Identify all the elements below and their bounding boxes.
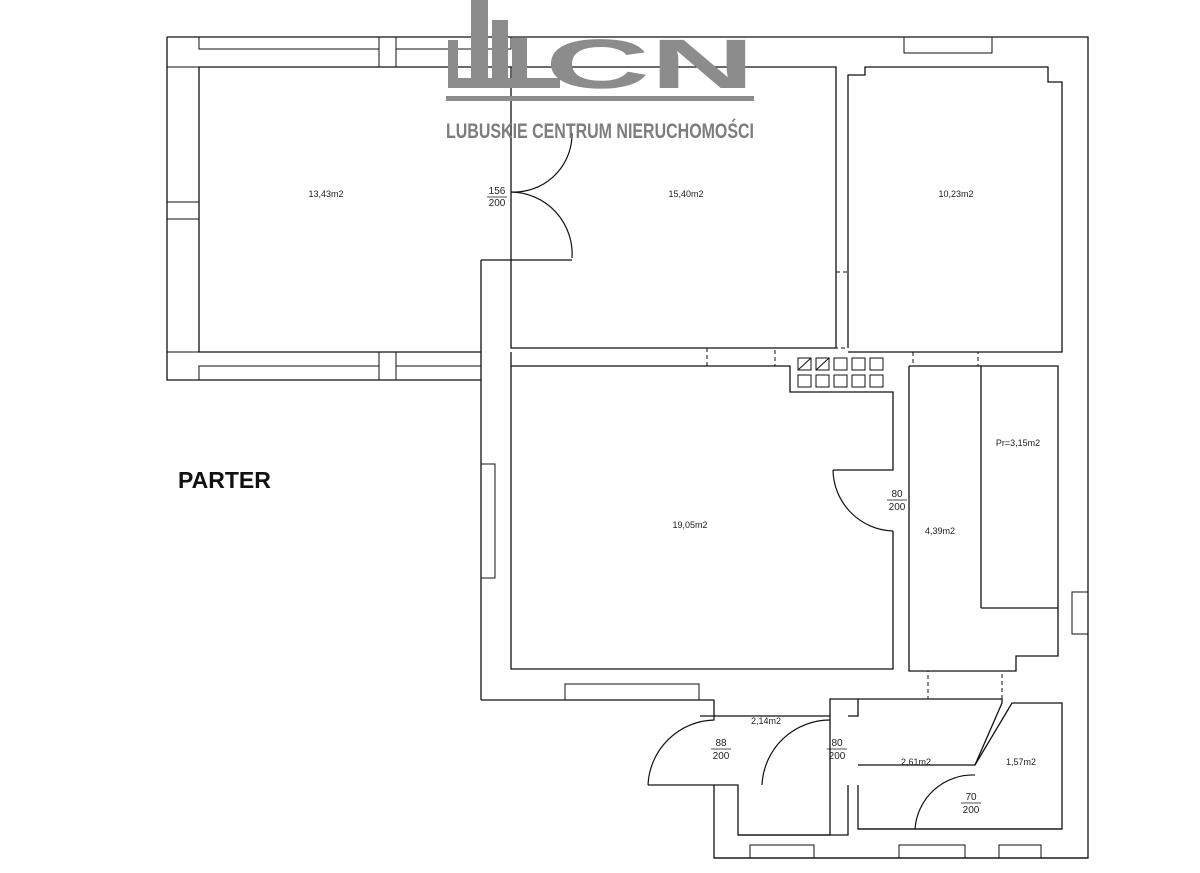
door-height: 200 xyxy=(829,751,846,762)
room4-wall-lower xyxy=(510,366,894,670)
room1-wall xyxy=(198,66,511,353)
room-area-label: 2,14m2 xyxy=(751,716,781,726)
door-width: 88 xyxy=(715,738,727,749)
logo-brand-text: LUBUSKIE CENTRUM NIERUCHOMOŚCI xyxy=(446,119,754,143)
door-height: 200 xyxy=(889,502,906,513)
logo-bar-1 xyxy=(471,0,488,86)
outer-wall-top xyxy=(167,36,1089,859)
door-dimension: 70 200 xyxy=(961,792,981,816)
door-width: 156 xyxy=(489,186,506,197)
door-width: 70 xyxy=(965,792,977,803)
door-width: 80 xyxy=(891,489,903,500)
room4-wall xyxy=(511,365,894,471)
room-area-label: 13,43m2 xyxy=(308,189,343,199)
room-area-label: 4,39m2 xyxy=(925,526,955,536)
door-width: 80 xyxy=(831,738,843,749)
room-area-label: Pr=3,15m2 xyxy=(996,438,1040,448)
room3-wall xyxy=(847,66,1063,353)
room8-wall-b xyxy=(848,699,859,717)
room-area-label: 15,40m2 xyxy=(668,189,703,199)
door-dimension: 156 200 xyxy=(487,186,507,209)
door-height: 200 xyxy=(713,751,730,762)
door-labels: 156 200 80 200 88 200 80 200 70 200 xyxy=(487,186,981,816)
logo-bar-3 xyxy=(512,38,527,86)
logo-letters: CN xyxy=(545,25,755,103)
room-area-label: 19,05m2 xyxy=(672,520,707,530)
room5-wall xyxy=(908,365,1059,672)
room-area-label: 10,23m2 xyxy=(938,189,973,199)
company-logo: CN LUBUSKIE CENTRUM NIERUCHOMOŚCI xyxy=(446,0,755,143)
room8-wall xyxy=(829,698,1003,766)
door-height: 200 xyxy=(963,805,980,816)
door-dimension: 80 200 xyxy=(827,738,847,762)
door-height: 200 xyxy=(489,198,506,209)
logo-bar-2 xyxy=(492,20,508,86)
room7-wall xyxy=(648,700,831,836)
room-labels: 13,43m2 15,40m2 10,23m2 19,05m2 4,39m2 P… xyxy=(308,189,1040,767)
door-dimension: 80 200 xyxy=(887,489,907,513)
logo-l-shape xyxy=(448,40,560,88)
room-area-label: 1,57m2 xyxy=(1006,757,1036,767)
floor-title: PARTER xyxy=(178,467,271,493)
openings xyxy=(706,271,1003,700)
ventilation-grid xyxy=(797,357,884,388)
door-swings xyxy=(510,133,976,830)
room-area-label: 2,61m2 xyxy=(901,757,931,767)
windows xyxy=(166,36,1089,859)
walls xyxy=(166,36,1089,859)
door-dimension: 88 200 xyxy=(711,738,731,762)
room8-wall-c xyxy=(830,785,849,836)
logo-underline xyxy=(446,96,754,101)
room2-wall xyxy=(510,66,837,349)
outer-wall-left xyxy=(166,37,481,381)
